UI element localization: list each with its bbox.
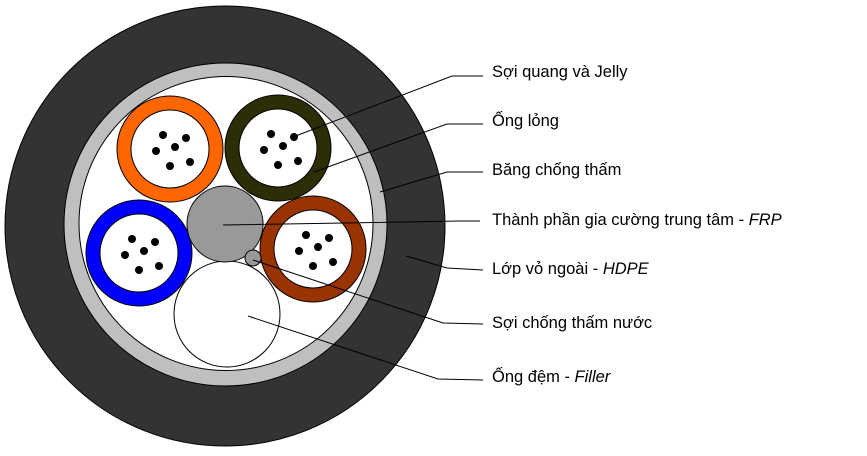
optical-fiber	[294, 157, 302, 165]
filler-tube	[173, 260, 281, 368]
optical-fiber	[325, 234, 333, 242]
optical-fiber	[171, 143, 179, 151]
leader-lines	[222, 75, 484, 381]
label-fiber-jelly: Sợi quang và Jelly	[492, 63, 628, 81]
optical-fiber	[155, 262, 163, 270]
leader-frp	[222, 220, 480, 226]
optical-fiber	[159, 131, 167, 139]
optical-fiber	[121, 251, 129, 259]
tube-jelly	[238, 108, 318, 188]
water-blocking-yarn	[244, 249, 262, 267]
cable	[4, 5, 446, 447]
optical-fiber	[314, 243, 322, 251]
optical-fiber	[166, 162, 174, 170]
leader-sheath	[405, 255, 484, 271]
optical-fiber	[279, 142, 287, 150]
loose-tube-blue	[85, 199, 193, 307]
loose-tube-orange	[116, 95, 224, 203]
optical-fiber	[274, 161, 282, 169]
optical-fiber	[140, 247, 148, 255]
tube-jelly	[99, 213, 179, 293]
optical-fiber	[151, 238, 159, 246]
tube-jelly	[273, 209, 353, 289]
label-filler: Ống đệm - Filler	[492, 366, 612, 386]
tube-jelly	[130, 109, 210, 189]
label-water-yarn: Sợi chống thấm nước	[492, 314, 652, 332]
optical-fiber	[295, 247, 303, 255]
leader-loose-tube	[313, 123, 483, 173]
loose-tube-olive	[224, 94, 332, 202]
leader-yarn	[252, 259, 484, 325]
optical-fiber	[152, 147, 160, 155]
optical-fiber	[182, 134, 190, 142]
optical-fiber	[186, 158, 194, 166]
optical-fiber	[135, 266, 143, 274]
leader-fiber	[292, 75, 483, 138]
leader-tape	[379, 171, 483, 193]
leader-filler	[247, 315, 484, 381]
label-water-tape: Băng chống thấm	[492, 161, 621, 179]
optical-fiber	[309, 262, 317, 270]
labels: Sợi quang và Jelly Ống lỏng Băng chống t…	[492, 63, 782, 386]
optical-fiber	[260, 146, 268, 154]
label-central-member: Thành phần gia cường trung tâm - FRP	[492, 211, 782, 229]
optical-fiber	[302, 231, 310, 239]
label-loose-tube: Ống lỏng	[492, 110, 559, 130]
loose-tube-brown	[259, 195, 367, 303]
optical-fiber	[329, 258, 337, 266]
label-outer-sheath: Lớp vỏ ngoài - HDPE	[492, 260, 650, 278]
optical-fiber	[128, 235, 136, 243]
optical-fiber	[267, 130, 275, 138]
